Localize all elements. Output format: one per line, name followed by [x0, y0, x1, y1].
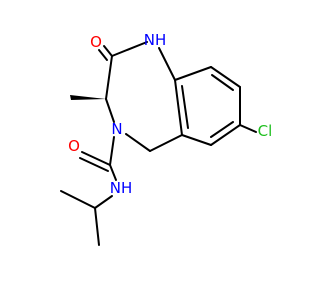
atom-label-urea-nh: NH	[110, 179, 133, 197]
bond-c9a-c9	[174, 66, 212, 81]
atom-label-chlorine: Cl	[258, 122, 273, 140]
bond-c2-n1	[111, 41, 148, 57]
bond-curea-o-a	[81, 151, 111, 166]
bond-ch-me2	[94, 207, 100, 246]
bond-c7-c6-inner	[210, 121, 234, 138]
bond-n4-c5	[125, 133, 151, 152]
bond-c7-cl	[239, 124, 257, 133]
bond-c5a-c9a-inner	[181, 85, 189, 129]
bond-curea-o-b	[79, 157, 109, 172]
bond-curea-nh	[109, 164, 117, 181]
bond-n4-curea	[109, 136, 115, 166]
atom-label-carbonyl-o: O	[90, 33, 102, 51]
bond-c7-c6	[210, 124, 241, 146]
bond-c5-c5a	[149, 134, 183, 152]
bond-c3-n4	[105, 98, 115, 123]
molecule-diagram: O NH N O NH Cl	[60, 31, 272, 246]
bond-nh-ch	[94, 195, 113, 209]
atom-labels: O NH N O NH Cl	[68, 31, 272, 197]
atom-label-n4: N	[111, 120, 122, 138]
bond-c6-c5a	[181, 134, 212, 146]
bonds	[60, 41, 257, 246]
atom-label-n1h: NH	[144, 31, 167, 49]
bond-c2-c3	[105, 55, 113, 100]
bond-n1-c9a	[158, 47, 176, 81]
atom-label-urea-o: O	[68, 137, 80, 155]
bond-c9-c8	[210, 66, 241, 88]
bond-ch-me1	[60, 190, 96, 209]
bond-c9-c8-inner	[211, 74, 234, 91]
bond-c2-o-a	[103, 45, 113, 57]
structure-canvas: O NH N O NH Cl	[60, 31, 272, 246]
bond-c2-o-b	[98, 49, 108, 61]
bond-c3-methyl-wedge	[70, 95, 106, 100]
bond-c5a-c9a	[174, 79, 183, 136]
